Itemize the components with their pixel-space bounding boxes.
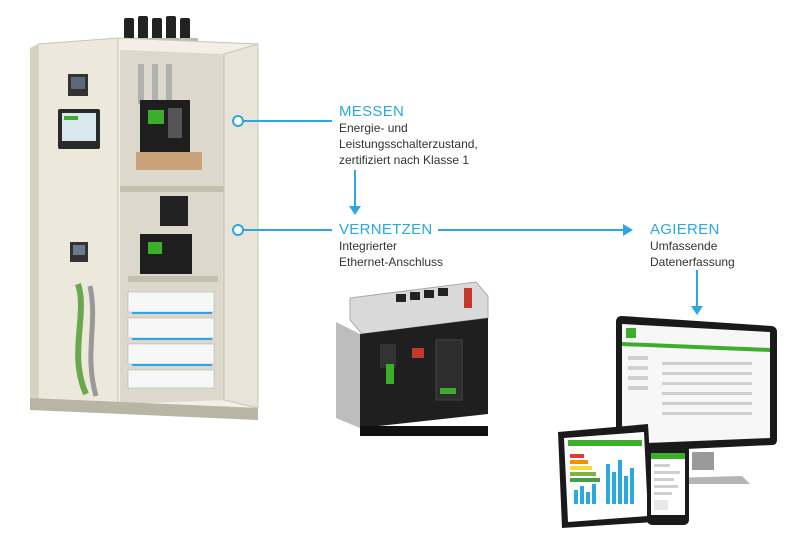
step-network: VERNETZEN Integrierter Ethernet-Anschlus… xyxy=(339,221,443,270)
step-act-line-1: Umfassende xyxy=(650,239,718,253)
step-network-title: VERNETZEN xyxy=(339,221,433,238)
tablet-icon xyxy=(558,424,654,528)
step-measure: MESSEN Energie- und Leistungsschalterzus… xyxy=(339,103,478,168)
step-network-line-1: Integrierter xyxy=(339,239,398,253)
desktop-monitor-icon xyxy=(616,316,777,484)
step-act-line-2: Datenerfassung xyxy=(650,255,735,269)
smartphone-icon xyxy=(647,445,689,525)
step-network-line-2: Ethernet-Anschluss xyxy=(339,255,444,269)
step-measure-line-3: zertifiziert nach Klasse 1 xyxy=(339,153,470,167)
step-act-title: AGIEREN xyxy=(650,221,720,238)
step-measure-title: MESSEN xyxy=(339,103,405,120)
circuit-breaker-icon xyxy=(336,281,489,436)
step-measure-line-2: Leistungsschalterzustand, xyxy=(339,137,478,151)
step-measure-line-1: Energie- und xyxy=(339,121,408,135)
step-act: AGIEREN Umfassende Datenerfassung xyxy=(650,221,735,270)
